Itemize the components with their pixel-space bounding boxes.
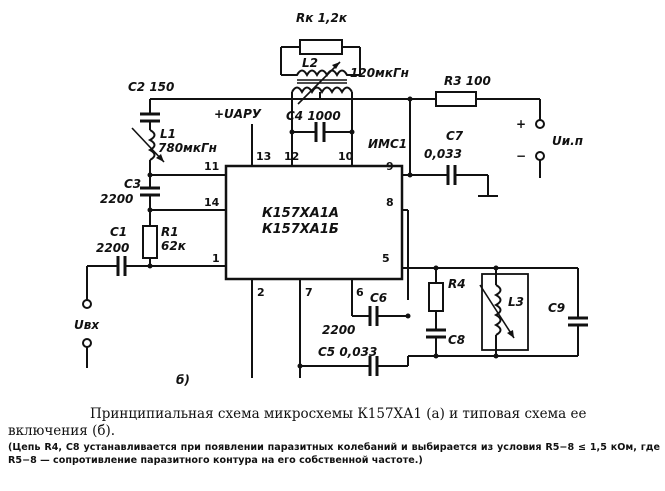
label-l2-value: 120мкГн <box>350 66 409 80</box>
label-subfig: б) <box>176 373 190 387</box>
pin-14: 14 <box>204 196 220 209</box>
label-c5: C5 0,033 <box>318 345 377 359</box>
label-supply-minus: − <box>516 149 526 163</box>
l3-coil <box>493 284 502 336</box>
supply-plus-terminal <box>535 119 545 129</box>
pin-8: 8 <box>386 196 394 209</box>
input-terminal-top <box>82 299 92 309</box>
figure-note: (Цепь R4, C8 устанавливается при появлен… <box>8 442 660 466</box>
rk-resistor <box>299 39 343 55</box>
pin-9: 9 <box>386 160 394 173</box>
label-supply-name: Uи.п <box>552 134 583 148</box>
r3-resistor <box>435 91 477 107</box>
label-c1-value: 2200 <box>96 241 129 255</box>
pin-6: 6 <box>356 286 364 299</box>
label-l3: L3 <box>508 295 524 309</box>
l1-coil <box>147 129 156 161</box>
label-r1-value: 62к <box>161 239 187 253</box>
input-terminal-bottom <box>82 338 92 348</box>
pin-11: 11 <box>204 160 219 173</box>
label-input: Uвх <box>74 318 100 332</box>
pin-1: 1 <box>212 252 220 265</box>
pin-13: 13 <box>256 150 271 163</box>
label-c6-value: 2200 <box>322 323 355 337</box>
label-l1: L1 <box>160 127 176 141</box>
label-c7-value: 0,033 <box>424 147 462 161</box>
r4-resistor <box>428 282 444 312</box>
label-r1: R1 <box>161 225 179 239</box>
pin-12: 12 <box>284 150 299 163</box>
l2-coil-upper <box>281 69 360 78</box>
label-c4: C4 1000 <box>286 109 341 123</box>
pin-2: 2 <box>257 286 265 299</box>
label-c7: C7 <box>446 129 464 143</box>
l2-coil-lower <box>291 86 353 95</box>
ic-label-2: К157ХА1Б <box>262 222 339 237</box>
label-c3-value: 2200 <box>100 192 133 206</box>
label-l1-value: 780мкГн <box>158 141 217 155</box>
r1-resistor <box>142 225 158 259</box>
supply-minus-terminal <box>535 151 545 161</box>
circuit-schematic: К157ХА1А К157ХА1Б <box>74 11 588 387</box>
label-l2: L2 <box>302 56 318 70</box>
l3-shield-box <box>481 273 529 351</box>
label-imc: ИМС1 <box>368 137 407 151</box>
ic-body <box>224 164 404 281</box>
label-c1: C1 <box>110 225 127 239</box>
label-c3: C3 <box>124 177 141 191</box>
figure-caption: Принципиальная схема микросхемы К157ХА1 … <box>8 406 587 439</box>
label-supply-plus: + <box>516 117 526 131</box>
ic-label-1: К157ХА1А <box>262 206 339 221</box>
label-r4: R4 <box>448 277 466 291</box>
rk-l2-tank <box>280 39 361 132</box>
pin-10: 10 <box>338 150 354 163</box>
pin-7: 7 <box>305 286 313 299</box>
label-c9: C9 <box>548 301 565 315</box>
pin-5: 5 <box>382 252 390 265</box>
label-rk: Rк 1,2к <box>296 11 348 25</box>
label-c2: C2 150 <box>128 80 174 94</box>
label-agc: +UАРУ <box>214 107 262 121</box>
label-c6: C6 <box>370 291 387 305</box>
label-r3: R3 100 <box>444 74 491 88</box>
label-c8: C8 <box>448 333 465 347</box>
